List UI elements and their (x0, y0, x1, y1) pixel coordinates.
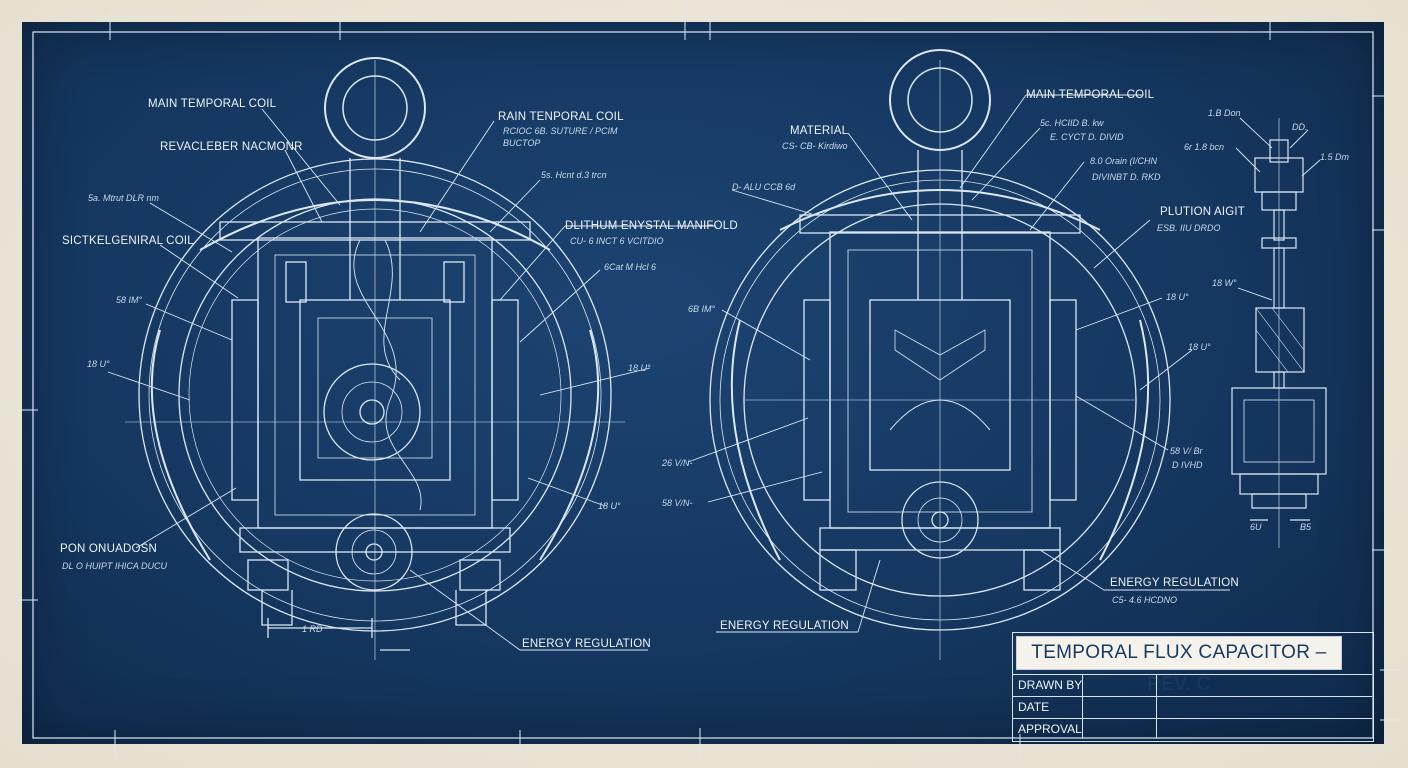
label-mechanism: REVACLEBER NACMONR (160, 141, 303, 153)
approval-field (1156, 719, 1373, 739)
label-energy-regulation-right: ENERGY REGULATION (1110, 577, 1239, 589)
label-rain-temporal-coil: RAIN TENPORAL COIL (498, 111, 624, 123)
date-field (1156, 697, 1373, 719)
label-dim-6-right-2: D IVHD (1172, 460, 1203, 470)
title-block-row-approval: APPROVAL (1012, 718, 1372, 739)
right-capacitor-view: MAIN TEMPORAL COIL MATERIAL PLUTION AIGI… (661, 49, 1245, 660)
title-block (1012, 632, 1374, 742)
label-side-dim-right: 1.5 Dm (1320, 152, 1350, 162)
label-foundation-sub: DL O HUIPT IHICA DUCU (62, 561, 168, 571)
label-manifold-sub: CU- 6 INCT 6 VCITDIO (570, 236, 664, 246)
label-dim-3-left: 18 U° (628, 363, 651, 373)
label-spec-a-right: D- ALU CCB 6d (732, 182, 796, 192)
label-main-temporal-coil-right: MAIN TEMPORAL COIL (1026, 89, 1155, 101)
label-foundation: PON ONUADOSN (60, 543, 157, 555)
label-main-temporal-coil-left: MAIN TEMPORAL COIL (148, 98, 277, 110)
label-dim-1-right: 6B IM° (688, 304, 716, 314)
label-dim-3-right: 18 U° (1188, 342, 1211, 352)
left-capacitor-view: MAIN TEMPORAL COIL RAIN TENPORAL COIL RE… (60, 57, 738, 660)
blueprint-board (22, 22, 1384, 744)
label-dim-5-right: 58 V/N- (662, 498, 693, 508)
title-block-row-date: DATE (1012, 696, 1372, 719)
label-bottom-dim: 1 RD (302, 624, 323, 634)
label-spec-b-left: 5s. Hcnt d.3 trcn (541, 170, 607, 180)
label-dim-6-right-1: 58 V/ Br (1170, 446, 1204, 456)
title-block-label: DRAWN BY (1018, 678, 1083, 692)
label-dim-4-right: 26 V/N- (661, 458, 693, 468)
label-spec-a-left: 5a. Mtrut DLR nm (88, 193, 160, 203)
label-side-top: 1.B Don (1208, 108, 1241, 118)
label-pluton: PLUTION AIGIT (1160, 206, 1245, 218)
drawn-by-field (1156, 675, 1373, 697)
label-secondary-coil: SICTKELGENIRAL COIL (62, 235, 194, 247)
label-coil-sub-right-2: E. CYCT D. DIVID (1050, 132, 1124, 142)
label-spec-c-left: 6Cat M Hcl 6 (604, 262, 656, 272)
label-energy-regulation-right-left: ENERGY REGULATION (720, 620, 849, 632)
registration-ticks (14, 8, 1400, 758)
label-pluton-sub: ESB. IIU DRDO (1157, 223, 1221, 233)
label-spec-b-right-2: DIVINBT D. RKD (1092, 172, 1161, 182)
label-spec-b-right-1: 8.0 Orain (I/CHN (1090, 156, 1158, 166)
label-rain-coil-sub-1: RCIOC 6B. SUTURE / PCIM (503, 126, 618, 136)
label-dim-2-right: 18 U° (1166, 292, 1189, 302)
label-side-spec: 6r 1.8 bcn (1184, 142, 1224, 152)
label-side-dim-mid: 18 W° (1212, 278, 1237, 288)
title-block-label: DATE (1018, 700, 1050, 714)
label-dim-1-left: 58 IM° (116, 295, 143, 305)
label-material: MATERIAL (790, 125, 849, 137)
title-block-row-drawn-by: DRAWN BY (1012, 674, 1372, 697)
label-energy-regulation-left: ENERGY REGULATION (522, 638, 651, 650)
label-side-dim-bottom-left: 6U (1250, 522, 1262, 532)
label-manifold: DLITHUM ENYSTAL MANIFOLD (565, 220, 738, 232)
label-rain-coil-sub-2: BUCTOP (503, 138, 540, 148)
title-block-label: APPROVAL (1018, 722, 1082, 736)
side-elevation-view: 1.B Don DD. 6r 1.8 bcn 1.5 Dm 18 W° 6U B… (1184, 108, 1350, 548)
label-coil-sub-right-1: 5c. HCIID B. kw (1040, 118, 1104, 128)
label-dim-4-left: 18 U° (598, 501, 621, 511)
drawing-title: TEMPORAL FLUX CAPACITOR – REV. C (1016, 636, 1342, 695)
inner-border (32, 31, 1374, 739)
label-dim-2-left: 18 U° (87, 359, 110, 369)
label-energy-right-sub: C5- 4.6 HCDNO (1112, 595, 1177, 605)
label-side-right-top: DD. (1292, 122, 1308, 132)
label-material-sub: CS- CB- Kirdiwo (782, 141, 848, 151)
label-side-dim-bottom-right: B5 (1300, 522, 1312, 532)
